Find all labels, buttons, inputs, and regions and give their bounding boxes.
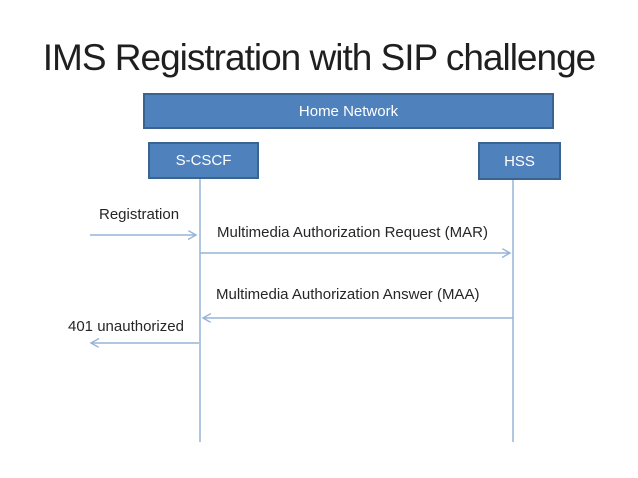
actor-label-scscf: S-CSCF (175, 152, 232, 169)
actor-label-hss: HSS (504, 152, 535, 170)
home-network-box: Home Network (143, 93, 554, 129)
actor-box-hss: HSS (478, 142, 561, 180)
home-network-label: Home Network (298, 102, 399, 120)
actor-box-scscf: S-CSCF (148, 142, 259, 179)
slide-title: IMS Registration with SIP challenge (42, 37, 597, 78)
message-label-maa: Multimedia Authorization Answer (MAA) (216, 286, 480, 303)
message-label-mar: Multimedia Authorization Request (MAR) (217, 224, 488, 241)
message-label-registration: Registration (99, 206, 180, 223)
message-label-401-unauthorized: 401 unauthorized (68, 318, 184, 335)
